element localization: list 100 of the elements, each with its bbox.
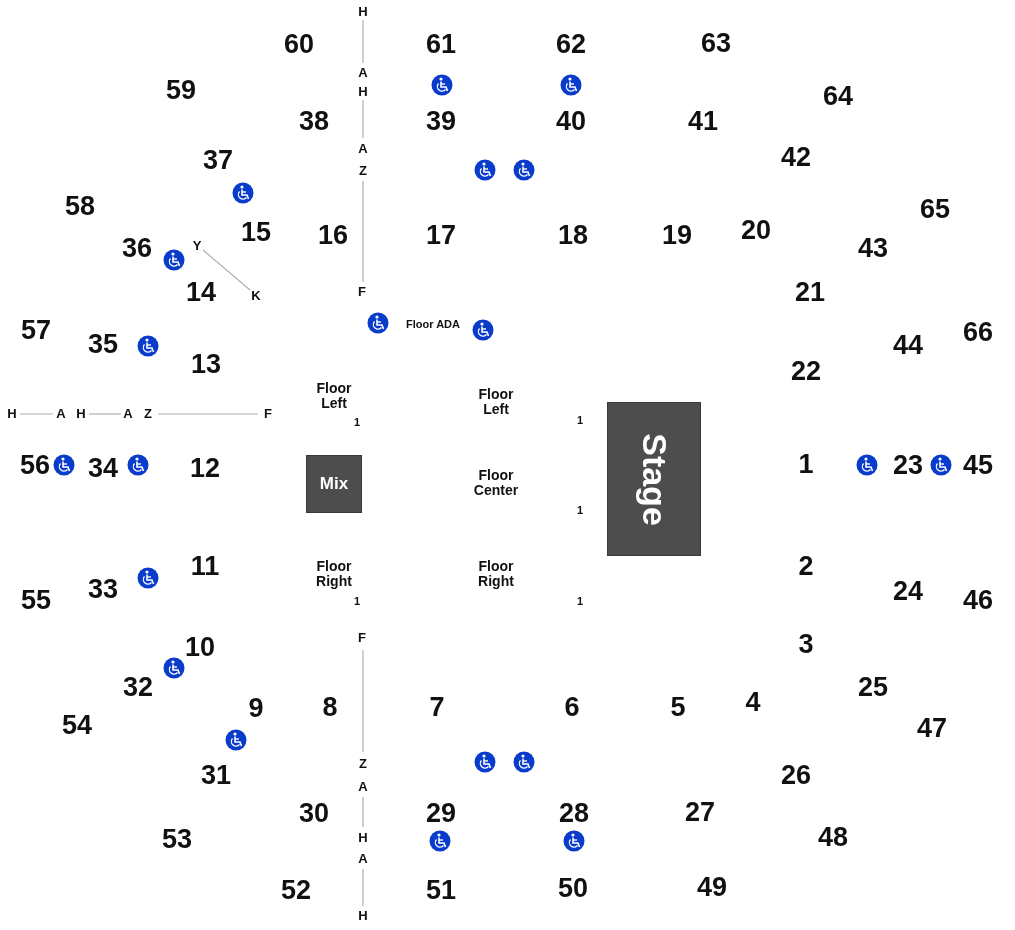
section-number: 20 [741,216,771,246]
section-number: 64 [823,82,853,112]
row-letter: F [358,630,366,646]
section-number: 60 [284,30,314,60]
area-name: Mix [319,474,349,494]
section-number: 11 [190,552,220,582]
section-number: 15 [241,218,271,248]
section-number: 50 [558,874,588,904]
row-letter: H [358,908,368,924]
section-number: 57 [21,316,51,346]
row-letter: A [358,779,368,795]
row-letter: H [358,84,368,100]
stage-block [607,402,701,556]
section-number: 28 [559,799,589,829]
section-number: 54 [62,711,92,741]
section-number: 26 [781,761,811,791]
row-letter: Z [359,163,367,179]
floor-section-name: Floor Right [315,558,353,590]
area-name: Stage [634,432,674,526]
section-number: 61 [426,30,456,60]
row-letter: A [56,406,66,422]
row-letter: A [358,65,368,81]
row-number: 1 [353,594,361,608]
row-letter: A [123,406,133,422]
section-number: 16 [318,221,348,251]
row-letter: H [76,406,86,422]
section-number: 22 [791,357,821,387]
section-number: 12 [190,454,220,484]
row-letter: H [358,830,368,846]
section-number: 8 [322,693,338,723]
section-number: 59 [166,76,196,106]
section-number: 52 [281,876,311,906]
section-number: 24 [893,577,923,607]
floor-ada-label: Floor ADA [406,317,460,331]
section-number: 19 [662,221,692,251]
section-number: 2 [798,552,814,582]
section-number: 45 [963,451,993,481]
section-number: 31 [201,761,231,791]
floor-section-name: Floor Right [477,558,515,590]
section-number: 10 [185,633,215,663]
mix-position-block [306,455,362,513]
section-number: 46 [963,586,993,616]
section-number: 13 [191,350,221,380]
section-number: 23 [893,451,923,481]
section-number: 55 [21,586,51,616]
section-number: 17 [426,221,456,251]
section-number: 32 [123,673,153,703]
row-letter: A [358,141,368,157]
section-number: 4 [745,688,761,718]
section-number: 5 [670,693,686,723]
section-number: 42 [781,143,811,173]
row-letter: K [251,288,261,304]
section-number: 53 [162,825,192,855]
row-letter: F [358,284,366,300]
section-number: 66 [963,318,993,348]
section-number: 43 [858,234,888,264]
section-number: 6 [564,693,580,723]
section-number: 49 [697,873,727,903]
section-number: 34 [88,454,118,484]
section-number: 18 [558,221,588,251]
section-number: 39 [426,107,456,137]
floor-section-name: Floor Center [472,467,520,499]
floor-section-name: Floor Left [477,386,515,418]
row-number: 1 [576,503,584,517]
section-number: 65 [920,195,950,225]
section-number: 3 [798,630,814,660]
section-number: 62 [556,30,586,60]
section-number: 40 [556,107,586,137]
row-letter: Z [359,756,367,772]
section-number: 48 [818,823,848,853]
row-number: 1 [353,415,361,429]
row-letter: Z [144,406,152,422]
floor-section-name: Floor Left [315,380,353,412]
section-number: 47 [917,714,947,744]
row-letter: H [7,406,17,422]
section-number: 21 [795,278,825,308]
section-number: 56 [20,451,50,481]
section-number: 33 [88,575,118,605]
row-letter: H [358,4,368,20]
section-number: 63 [701,29,731,59]
section-number: 7 [429,693,445,723]
row-number: 1 [576,413,584,427]
row-letter: Y [192,238,202,254]
row-letter: A [358,851,368,867]
section-number: 14 [186,278,216,308]
section-number: 44 [893,331,923,361]
section-number: 38 [299,107,329,137]
section-number: 58 [65,192,95,222]
section-number: 27 [685,798,715,828]
section-number: 25 [858,673,888,703]
row-letter: F [264,406,272,422]
section-number: 36 [122,234,152,264]
section-number: 29 [426,799,456,829]
section-number: 1 [798,450,814,480]
section-number: 35 [88,330,118,360]
section-number: 37 [203,146,233,176]
row-number: 1 [576,594,584,608]
section-number: 41 [688,107,718,137]
section-number: 30 [299,799,329,829]
section-number: 9 [248,694,264,724]
